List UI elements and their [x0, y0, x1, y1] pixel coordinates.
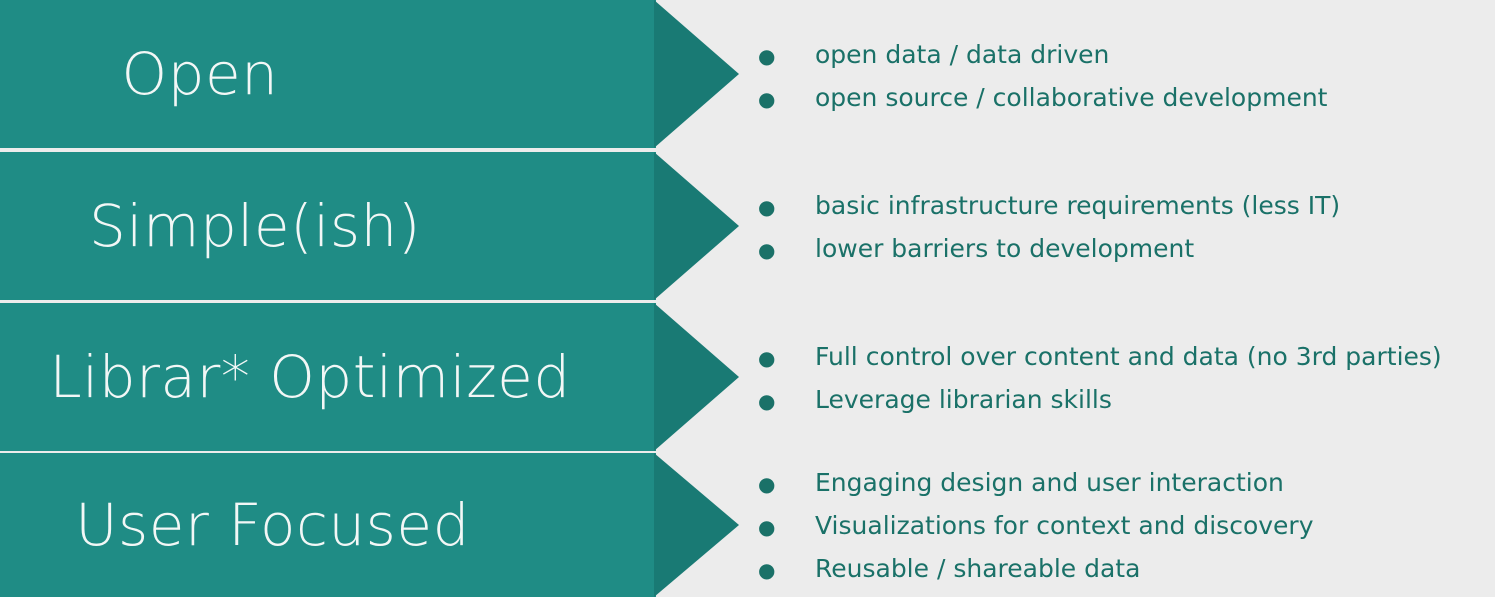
list-item: open data / data driven [758, 35, 1495, 76]
chevron-arrowhead-icon [654, 303, 739, 451]
list-item-label: open data / data driven [815, 40, 1110, 69]
list-item-label: Visualizations for context and discovery [815, 510, 1314, 540]
bullet-dot-icon [758, 36, 815, 76]
chevron-body [0, 152, 656, 300]
chevron-body [0, 453, 656, 597]
bullet-dot-icon [758, 187, 815, 227]
list-item-label: basic infrastructure requirements (less … [815, 191, 1341, 220]
chevron-body [0, 0, 656, 148]
list-item-label: open source / collaborative development [815, 83, 1328, 112]
list-item-label: Full control over content and data (no 3… [815, 342, 1442, 371]
chevron-shape-simple[interactable]: Simple(ish) [0, 152, 739, 300]
chevron-arrowhead-icon [654, 453, 739, 597]
chevron-row: Simple(ish) basic infrastructure require… [0, 152, 1503, 300]
chevron-row: User Focused Engaging design and user in… [0, 453, 1503, 597]
chevron-body [0, 303, 656, 451]
list-item-label: Leverage librarian skills [815, 385, 1112, 414]
list-item-label: Engaging design and user interaction [815, 467, 1284, 497]
chevron-arrowhead-icon [654, 152, 739, 300]
bullet-dot-icon [758, 230, 815, 270]
list-item: open source / collaborative development [758, 78, 1495, 119]
bullet-list: Full control over content and data (no 3… [758, 303, 1495, 451]
list-item: lower barriers to development [758, 229, 1495, 270]
list-item-label: Reusable / shareable data [815, 553, 1141, 583]
list-item: Full control over content and data (no 3… [758, 337, 1495, 378]
chevron-shape-user-focused[interactable]: User Focused [0, 453, 739, 597]
chevron-arrowhead-icon [654, 0, 739, 148]
list-item: Visualizations for context and discovery [758, 506, 1495, 547]
chevron-shape-open[interactable]: Open [0, 0, 739, 148]
list-item-label: lower barriers to development [815, 234, 1195, 263]
list-item: Engaging design and user interaction [758, 463, 1495, 504]
chevron-row: Librar* Optimized Full control over cont… [0, 303, 1503, 451]
chevron-shape-library-optimized[interactable]: Librar* Optimized [0, 303, 739, 451]
bullet-list: basic infrastructure requirements (less … [758, 152, 1495, 300]
list-item: Reusable / shareable data [758, 549, 1495, 590]
bullet-list: open data / data driven open source / co… [758, 0, 1495, 148]
bullet-dot-icon [758, 79, 815, 119]
bullet-dot-icon [758, 338, 815, 378]
chevron-row: Open open data / data driven open source… [0, 0, 1503, 148]
bullet-list: Engaging design and user interaction Vis… [758, 453, 1495, 597]
bullet-dot-icon [758, 507, 815, 547]
bullet-dot-icon [758, 550, 815, 590]
bullet-dot-icon [758, 464, 815, 504]
list-item: Leverage librarian skills [758, 380, 1495, 421]
list-item: basic infrastructure requirements (less … [758, 186, 1495, 227]
bullet-dot-icon [758, 381, 815, 421]
